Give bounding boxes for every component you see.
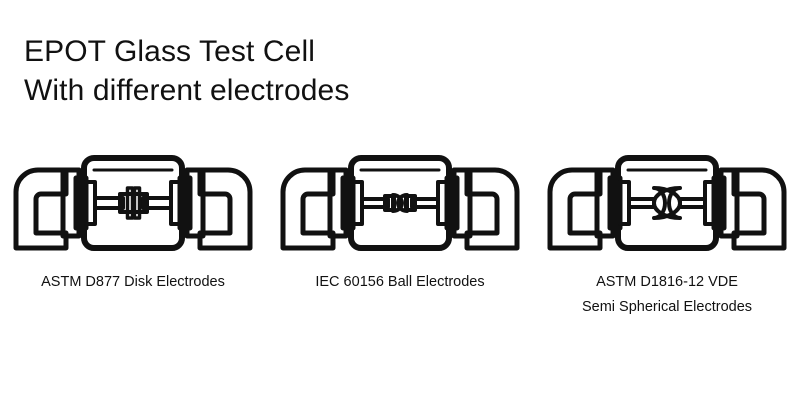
left-neck [60,167,82,239]
glass-cell-body [615,155,719,251]
caption-line-1: IEC 60156 Ball Electrodes [315,274,485,290]
left-elbow-pipe [280,167,336,251]
right-electrode-shaft [141,196,173,210]
diagram-semi-spherical-electrodes [547,155,787,251]
ball-electrode-right [396,193,409,213]
page-title-line-2: With different electrodes [24,74,350,107]
caption-disk-electrodes: ASTM D877 Disk Electrodes [41,270,225,295]
figure-disk-electrodes: ASTM D877 Disk Electrodes [0,148,266,295]
figure-row: ASTM D877 Disk Electrodes [0,148,800,328]
caption-line-2: Semi Spherical Electrodes [581,299,753,316]
right-neck [451,167,473,239]
left-electrode-shaft [627,197,656,209]
glass-cell-body [81,155,185,251]
page-title: EPOT Glass Test Cell With different elec… [24,32,349,110]
right-elbow-pipe [464,167,520,251]
ball-electrode-left [391,193,404,213]
left-elbow-pipe [547,167,603,251]
figure-ball-electrodes: IEC 60156 Ball Electrodes [267,148,533,295]
disk-electrode-left [125,186,135,220]
caption-ball-electrodes: IEC 60156 Ball Electrodes [315,270,484,295]
right-elbow-pipe [731,167,787,251]
semi-spherical-electrode-right [652,186,682,220]
right-flange [711,175,727,231]
right-flange [444,175,460,231]
disk-electrode-right [132,186,142,220]
right-neck [718,167,740,239]
page-title-line-1: EPOT Glass Test Cell [24,35,315,68]
right-electrode-shaft [678,197,707,209]
left-neck [327,167,349,239]
diagram-ball-electrodes [280,155,520,251]
right-elbow-pipe [197,167,253,251]
left-electrode-shaft [93,196,125,210]
caption-line-1: ASTM D877 Disk Electrodes [41,274,225,290]
left-neck [594,167,616,239]
right-electrode-shaft [410,197,440,209]
figure-semi-spherical-electrodes: ASTM D1816-12 VDE Semi Spherical Electro… [534,148,800,321]
left-elbow-pipe [13,167,69,251]
glass-cell-body [348,155,452,251]
right-neck [184,167,206,239]
caption-semi-spherical-electrodes: ASTM D1816-12 VDE Semi Spherical Electro… [582,270,752,321]
right-flange [177,175,193,231]
diagram-disk-electrodes [13,155,253,251]
left-electrode-shaft [360,197,390,209]
caption-line-1: ASTM D1816-12 VDE [596,274,738,290]
